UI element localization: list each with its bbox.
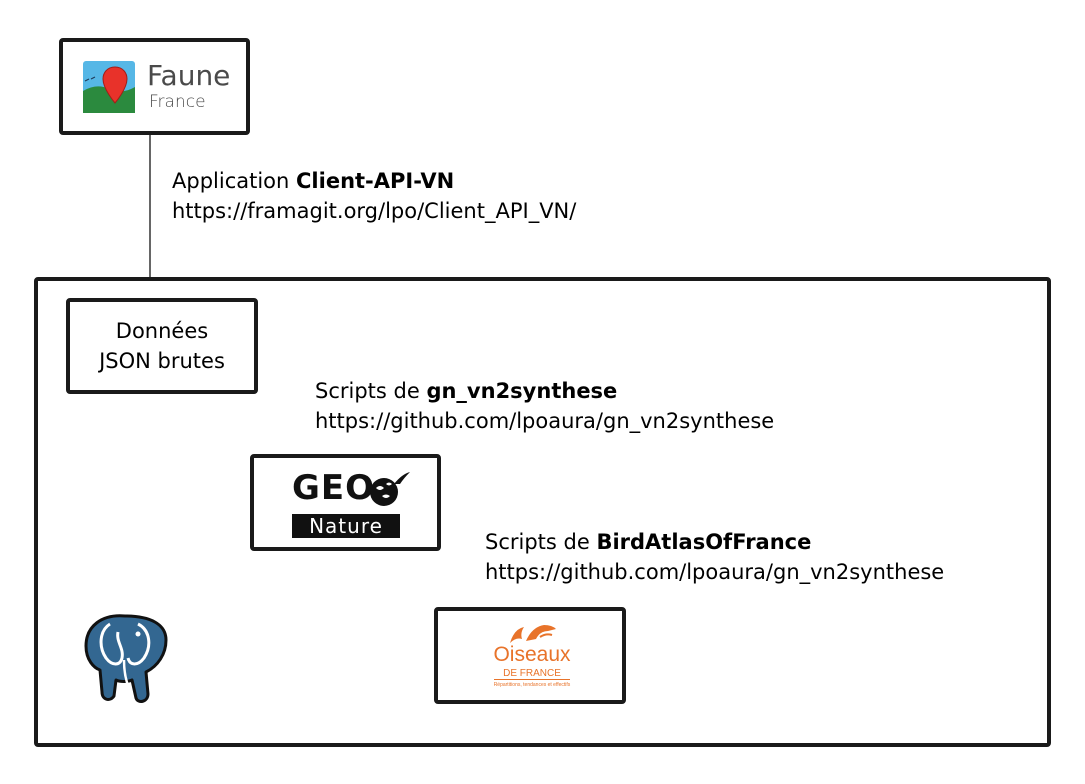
oiseaux-logo-subtitle: DE FRANCE xyxy=(494,668,570,680)
birdatlas-url[interactable]: https://github.com/lpoaura/gn_vn2synthes… xyxy=(485,560,945,584)
client-api-prefix: Application xyxy=(172,169,297,193)
faune-logo-subtitle: France xyxy=(149,92,206,112)
faune-france-box: Faune France xyxy=(59,38,250,135)
geonature-bird-globe-icon xyxy=(370,472,410,506)
client-api-label: Application Client-API-VN https://framag… xyxy=(172,166,576,226)
vn2synthese-prefix: Scripts de xyxy=(315,379,427,403)
raw-json-data-box: Données JSON brutes xyxy=(66,298,258,394)
birdatlas-prefix: Scripts de xyxy=(485,530,597,554)
geonature-logo-subtitle: Nature xyxy=(309,514,383,538)
birdatlas-label: Scripts de BirdAtlasOfFrance https://git… xyxy=(485,527,944,587)
client-api-url[interactable]: https://framagit.org/lpo/Client_API_VN/ xyxy=(172,199,577,223)
raw-data-line2: JSON brutes xyxy=(99,349,225,373)
geonature-logo-title: GEO xyxy=(292,468,376,508)
oiseaux-de-france-box: Oiseaux DE FRANCE Répartitions, tendance… xyxy=(434,607,626,704)
geonature-box: GEO Nature xyxy=(250,454,441,551)
postgresql-elephant-icon xyxy=(84,614,168,703)
oiseaux-birds-icon xyxy=(510,625,556,643)
oiseaux-logo-title: Oiseaux xyxy=(493,643,571,666)
geonature-logo: GEO Nature xyxy=(290,468,410,538)
faune-logo-title: Faune xyxy=(147,59,231,92)
oiseaux-logo: Oiseaux DE FRANCE Répartitions, tendance… xyxy=(482,623,582,695)
vn2synthese-name: gn_vn2synthese xyxy=(426,379,618,403)
oiseaux-logo-tagline: Répartitions, tendances et effectifs xyxy=(493,682,571,688)
birdatlas-name: BirdAtlasOfFrance xyxy=(596,530,812,554)
vn2synthese-label: Scripts de gn_vn2synthese https://github… xyxy=(315,376,774,436)
vn2synthese-url[interactable]: https://github.com/lpoaura/gn_vn2synthes… xyxy=(315,409,775,433)
raw-data-line1: Données xyxy=(115,319,209,343)
geonature-logo-subtitle-bar: Nature xyxy=(292,514,400,538)
client-api-name: Client-API-VN xyxy=(296,169,455,193)
faune-landscape-icon xyxy=(83,61,135,113)
faune-france-logo: Faune France xyxy=(83,59,233,115)
